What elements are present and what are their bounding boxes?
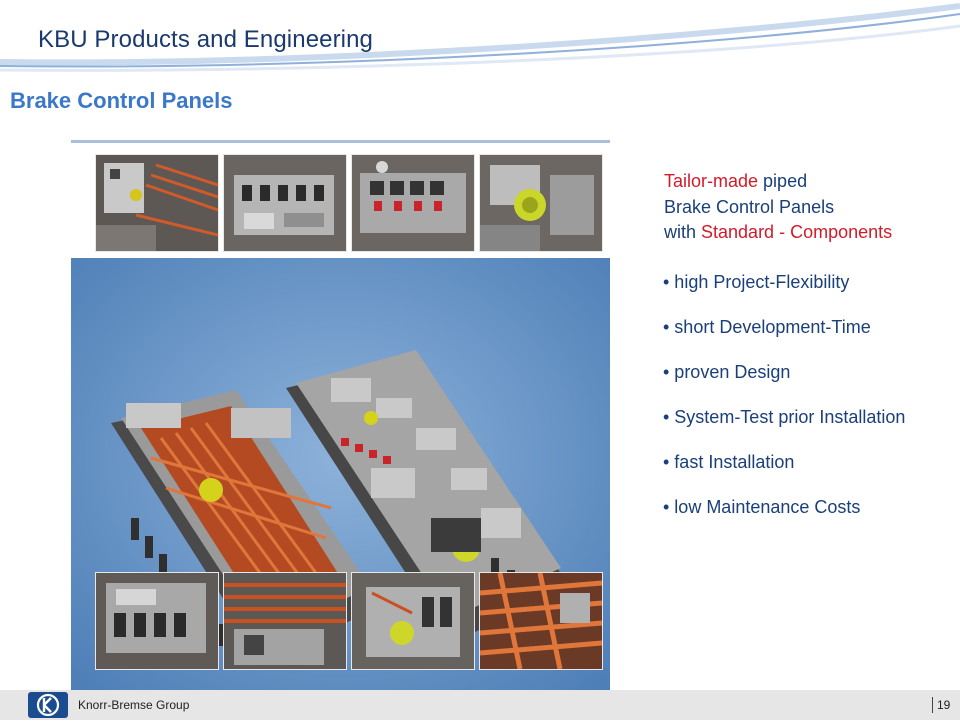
bullet-item: • short Development-Time (663, 317, 871, 337)
detail-image-bottom-3 (351, 572, 475, 670)
detail-image-top-1 (95, 154, 219, 252)
footer-company: Knorr-Bremse Group (78, 698, 190, 712)
detail-image-top-4 (479, 154, 603, 252)
bullet-item: • proven Design (663, 362, 791, 382)
detail-image-top-3 (351, 154, 475, 252)
intro-line1-rest: piped (758, 171, 808, 191)
page-title: Brake Control Panels (10, 88, 233, 113)
header-swoosh-decoration (0, 3, 960, 72)
detail-image-bottom-2 (223, 572, 347, 670)
benefit-list: • high Project-Flexibility • short Devel… (663, 270, 958, 540)
intro-red-text: Tailor-made (664, 171, 759, 191)
intro-line3-prefix: with (664, 222, 702, 242)
intro-line-1: Tailor-made piped (664, 169, 954, 195)
intro-line3-red: Standard - Components (701, 222, 893, 242)
detail-image-bottom-1 (95, 572, 219, 670)
intro-line-3: with Standard - Components (664, 220, 954, 246)
intro-line-2: Brake Control Panels (664, 196, 835, 217)
intro-text: Tailor-made piped Brake Control Panels w… (664, 169, 954, 246)
page-number-separator (932, 697, 933, 713)
detail-image-bottom-4 (479, 572, 603, 670)
figure-top-line (71, 140, 610, 143)
bullet-item: • low Maintenance Costs (663, 497, 861, 517)
knorr-bremse-logo (28, 692, 68, 718)
header-title: KBU Products and Engineering (38, 26, 374, 53)
bullet-item: • fast Installation (663, 452, 795, 472)
detail-image-top-2 (223, 154, 347, 252)
bullet-item: • System-Test prior Installation (663, 407, 906, 427)
brake-panel-figure (71, 140, 610, 703)
bullet-item: • high Project-Flexibility (663, 272, 850, 292)
page-number: 19 (937, 698, 951, 712)
footer-bar (0, 690, 960, 720)
